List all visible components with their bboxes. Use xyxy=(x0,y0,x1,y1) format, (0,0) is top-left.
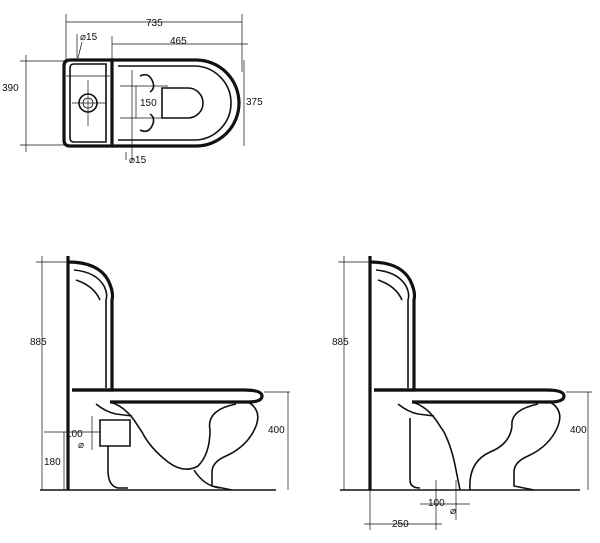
outlet-pipe xyxy=(99,419,131,447)
dim-label-outlet-100: 100 xyxy=(428,498,445,509)
cistern-profile xyxy=(369,260,417,392)
foot-front xyxy=(193,469,221,489)
hinge-upper xyxy=(139,73,155,93)
cistern-lid-line xyxy=(75,279,101,301)
cistern-profile xyxy=(67,260,115,392)
foot-rear xyxy=(107,446,128,489)
cistern-inner-profile xyxy=(73,269,108,388)
dim-label-400: 400 xyxy=(268,425,285,436)
dim-label-inlet-dia: ⌀15 xyxy=(80,32,98,43)
dim-label-400: 400 xyxy=(570,425,587,436)
bowl-front xyxy=(513,401,561,491)
dim-label-390: 390 xyxy=(2,83,19,94)
hinge-lower xyxy=(139,113,155,133)
dim-label-885: 885 xyxy=(332,337,349,348)
dim-label-250: 250 xyxy=(392,519,409,530)
bowl-opening xyxy=(161,87,204,119)
side-view-1: 885 400 100 ⌀ 180 xyxy=(30,256,290,491)
bowl-front xyxy=(211,401,259,491)
dim-label-180: 180 xyxy=(44,457,61,468)
rim-line xyxy=(397,403,435,417)
bowl-trap xyxy=(109,401,237,470)
rim-line xyxy=(95,403,133,417)
dim-label-fixing-dia: ⌀15 xyxy=(129,155,147,166)
cistern-lid-line xyxy=(377,279,403,301)
dim-label-outlet-dia: ⌀ xyxy=(450,506,456,517)
top-view: 735 465 390 375 ⌀15 150 xyxy=(2,14,263,166)
dim-label-outlet-100: 100 xyxy=(66,429,83,440)
dim-label-outlet-dia: ⌀ xyxy=(78,440,84,451)
dim-label-465: 465 xyxy=(170,36,187,47)
bowl-rim xyxy=(118,65,232,141)
side-view-2: 885 400 100 ⌀ 250 xyxy=(332,256,592,530)
cistern-outline xyxy=(62,58,114,148)
cistern-inner xyxy=(69,63,107,143)
seat-profile xyxy=(374,388,566,404)
dim-label-735: 735 xyxy=(146,18,163,29)
bowl-trap-front xyxy=(469,403,539,491)
leader-inlet xyxy=(77,41,83,59)
dim-label-885: 885 xyxy=(30,337,47,348)
bowl-trap-rear xyxy=(411,401,461,491)
seat-profile xyxy=(72,388,264,404)
cistern-inner-profile xyxy=(375,269,410,388)
dim-label-150: 150 xyxy=(140,98,157,109)
foot-rear xyxy=(409,418,421,489)
dim-label-375: 375 xyxy=(246,97,263,108)
bowl-outline xyxy=(112,58,241,148)
